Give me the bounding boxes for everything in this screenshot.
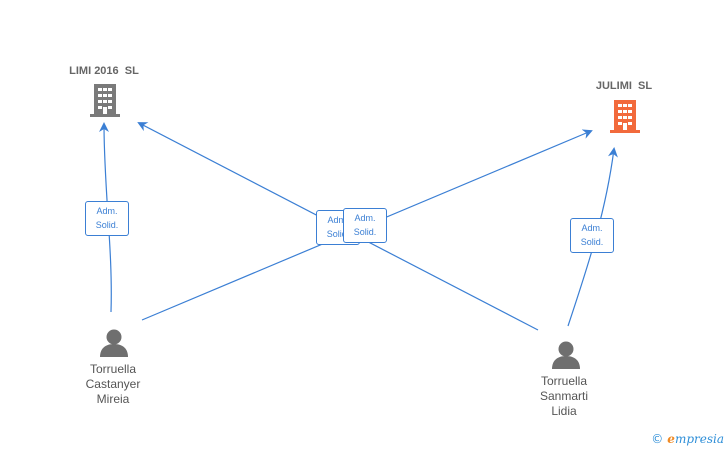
person-name-line: Sanmarti — [539, 389, 589, 403]
company-name-julimi[interactable]: JULIMI SL — [595, 80, 653, 92]
relation-label-line: Solid. — [95, 220, 119, 230]
empresia-watermark: ©empresia — [651, 432, 724, 446]
company-name-limi[interactable]: LIMI 2016 SL — [69, 65, 139, 77]
person-name-line: Lidia — [551, 404, 577, 418]
person-icon[interactable] — [552, 341, 580, 370]
relation-label-line: Solid. — [353, 227, 377, 237]
relation-label-line: Adm. — [327, 215, 349, 225]
brand-initial: e — [667, 432, 675, 446]
relation-label-line: Adm. — [581, 223, 603, 233]
relation-label[interactable]: Adm. Solid. — [85, 201, 129, 236]
relation-label-line: Adm. — [96, 206, 118, 216]
relation-label-line: Adm. — [354, 213, 376, 223]
relation-label-line: Solid. — [326, 229, 350, 239]
person-name-line: Torruella — [89, 362, 137, 376]
building-icon[interactable] — [90, 84, 120, 117]
brand-name: mpresia — [674, 432, 724, 446]
person-icon[interactable] — [100, 329, 128, 358]
relation-label[interactable]: Adm. Solid. — [570, 218, 614, 253]
building-icon[interactable] — [610, 100, 640, 133]
relation-label-line: Solid. — [580, 237, 604, 247]
person-name-lidia[interactable]: Torruella Sanmarti Lidia — [514, 374, 614, 419]
copyright-icon: © — [651, 432, 664, 446]
person-name-line: Mireia — [96, 392, 130, 406]
person-name-line: Torruella — [540, 374, 588, 388]
relation-label[interactable]: Adm. Solid. — [343, 208, 387, 243]
person-name-line: Castanyer — [85, 377, 141, 391]
person-name-mireia[interactable]: Torruella Castanyer Mireia — [60, 362, 166, 407]
